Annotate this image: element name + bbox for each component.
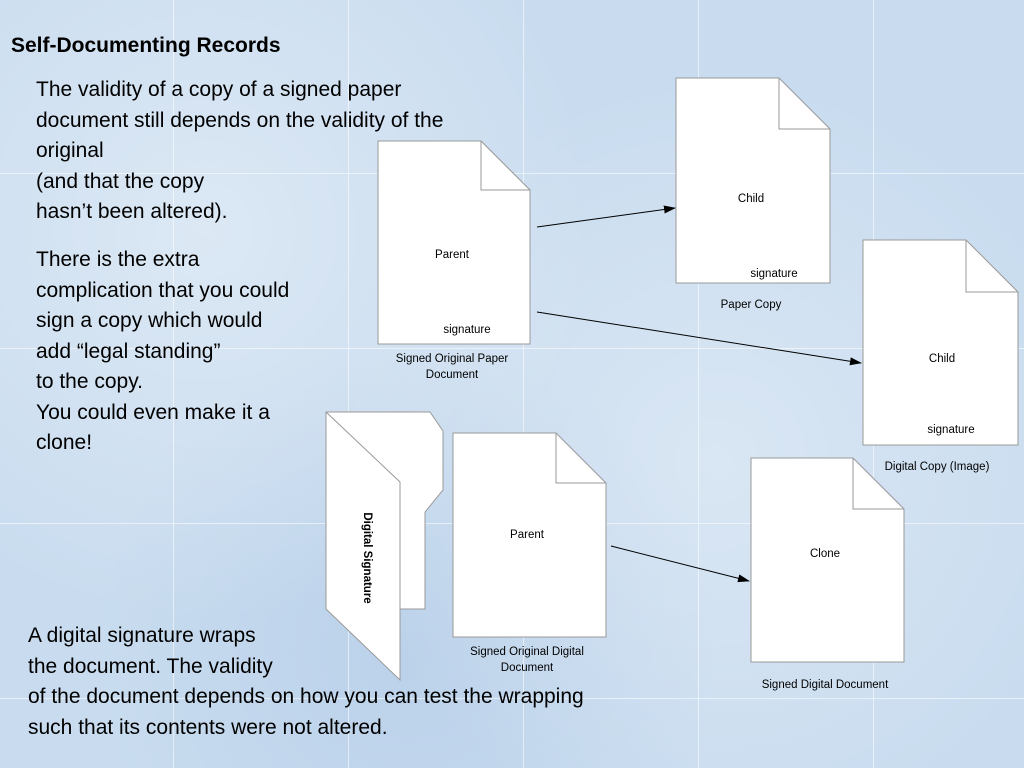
text-line: the document. The validity: [28, 654, 273, 678]
arrow-to-clone: [610, 545, 750, 583]
text-line: A digital signature wraps: [28, 624, 256, 647]
text-line: add “legal standing”: [36, 339, 221, 363]
child-image-document: Child signature: [862, 239, 1019, 446]
parent-digital-document: Parent: [452, 432, 607, 638]
parent-digital-caption-2: Document: [501, 662, 554, 674]
text-line: The validity of a copy of a signed paper: [36, 78, 402, 101]
paragraph-legal-standing: There is the extra complication that you…: [36, 245, 289, 459]
digital-copy-caption: Digital Copy (Image): [885, 461, 990, 473]
digital-signature-wrapper: Digital Signature: [325, 411, 444, 682]
text-line: to the copy.: [36, 370, 144, 393]
parent-paper-label: Parent: [435, 249, 470, 261]
text-line: document still depends on the validity o…: [36, 108, 444, 132]
parent-digital-label: Parent: [510, 529, 545, 541]
parent-paper-document: Parent signature: [377, 140, 531, 345]
text-line: hasn’t been altered).: [36, 200, 228, 223]
text-line: clone!: [36, 431, 93, 454]
clone-label: Clone: [810, 548, 840, 560]
text-line: sign a copy which would: [36, 309, 263, 332]
parent-digital-caption-1: Signed Original Digital: [470, 646, 584, 658]
child-paper-label: Child: [738, 193, 764, 205]
clone-document: Clone: [750, 457, 905, 663]
parent-paper-signature: signature: [443, 324, 490, 336]
child-paper-document: Child signature: [675, 77, 831, 284]
arrow-to-paper-copy: [536, 205, 676, 228]
text-line: There is the extra: [36, 248, 200, 271]
text-line: original: [36, 139, 104, 162]
text-line: You could even make it a: [36, 400, 270, 424]
paragraph-paper-copy: The validity of a copy of a signed paper…: [36, 75, 443, 228]
paper-copy-caption: Paper Copy: [721, 299, 782, 311]
page-title: Self-Documenting Records: [11, 34, 281, 57]
text-line: such that its contents were not altered.: [28, 715, 388, 739]
arrow-to-digital-copy: [536, 311, 862, 366]
child-image-label: Child: [929, 353, 955, 365]
text-line: complication that you could: [36, 278, 290, 302]
parent-paper-caption-1: Signed Original Paper: [396, 353, 509, 365]
text-line: (and that the copy: [36, 169, 205, 193]
clone-caption: Signed Digital Document: [762, 679, 889, 691]
child-image-signature: signature: [927, 424, 974, 436]
text-line: of the document depends on how you can t…: [28, 685, 584, 708]
child-paper-signature: signature: [750, 268, 797, 280]
digital-signature-label: Digital Signature: [361, 512, 373, 603]
paragraph-digital-signature: A digital signature wraps the document. …: [28, 621, 584, 743]
parent-paper-caption-2: Document: [426, 369, 479, 381]
